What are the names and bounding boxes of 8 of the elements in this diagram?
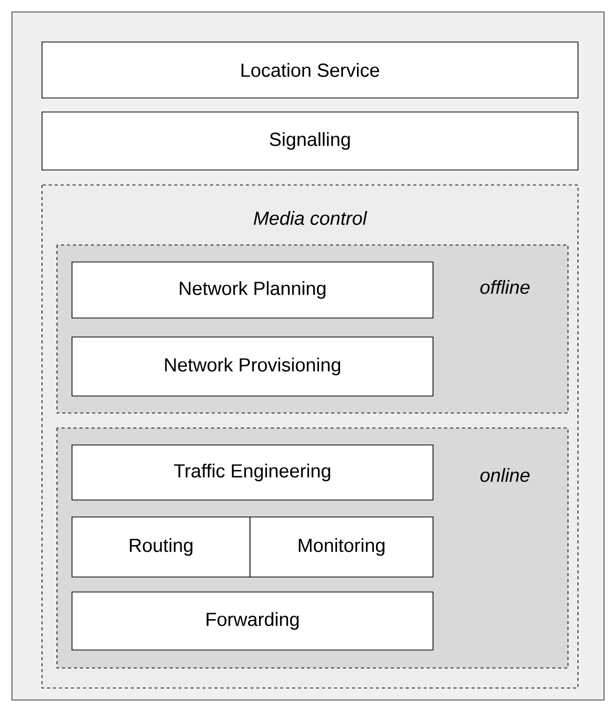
layer-box: Forwarding: [72, 592, 434, 650]
layer-box: Network Planning: [72, 262, 434, 318]
layer-box: Location Service: [42, 42, 578, 98]
layer-box: Monitoring: [250, 516, 434, 578]
layer-box: Network Provisioning: [72, 336, 434, 396]
layer-box: Traffic Engineering: [72, 444, 434, 500]
layer-box: Signalling: [42, 112, 578, 170]
layer-box: Routing: [72, 516, 250, 578]
